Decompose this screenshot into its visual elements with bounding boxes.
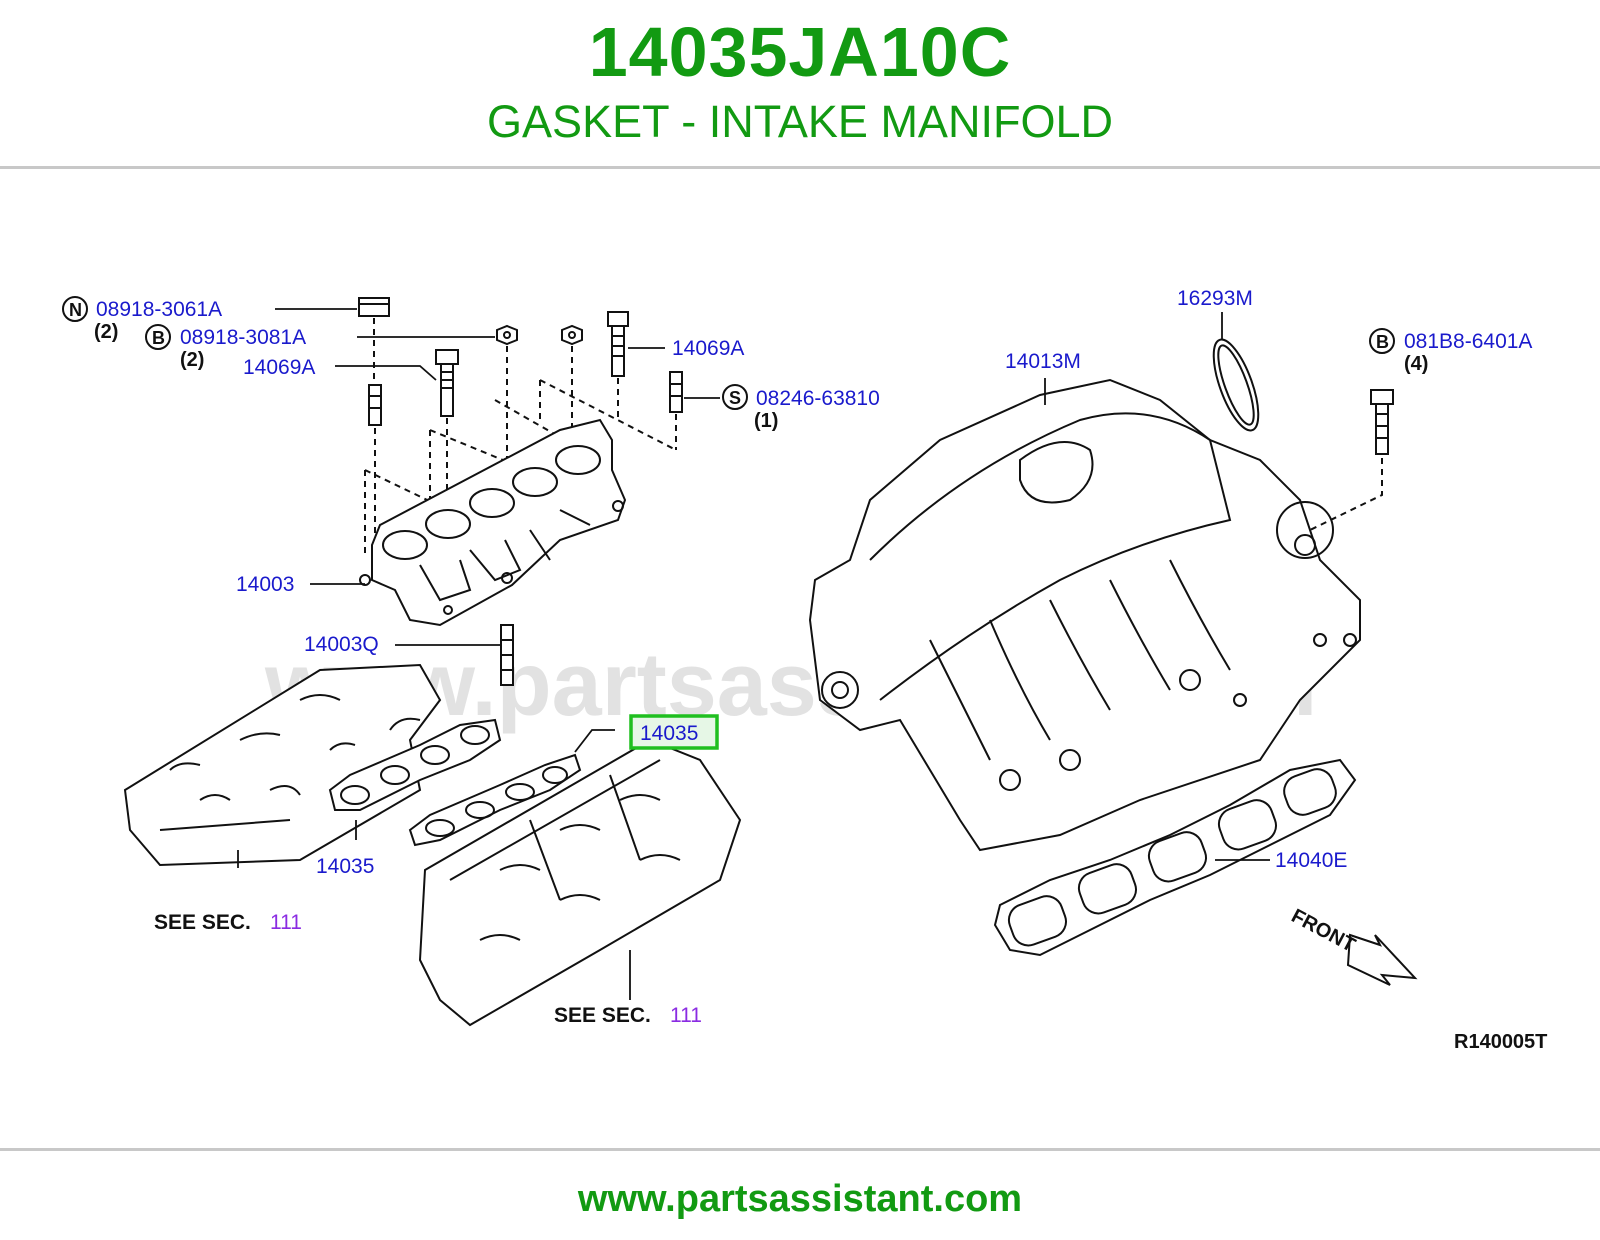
nut-b1-drawing	[496, 324, 518, 470]
stud-s-drawing	[669, 371, 683, 450]
badge-s-icon: S	[722, 384, 748, 410]
nut-b2-drawing	[561, 324, 583, 440]
callout-label-14013m[interactable]: 14013M	[1005, 350, 1081, 373]
svg-text:B: B	[152, 328, 165, 348]
callout-label-14003q[interactable]: 14003Q	[304, 633, 379, 656]
bolt-left-drawing	[435, 349, 459, 520]
front-label: FRONT	[1288, 905, 1359, 957]
callout-label-08918-3061a[interactable]: 08918-3061A	[96, 298, 222, 321]
callout-label-08918-3081a[interactable]: 08918-3081A	[180, 326, 306, 349]
cylinder-head-left-drawing	[123, 663, 442, 867]
see-section-left[interactable]: SEE SEC. 111	[154, 911, 302, 934]
part-number-title: 14035JA10C	[588, 13, 1012, 91]
callout-label-14003[interactable]: 14003	[236, 573, 294, 596]
header-divider	[0, 166, 1600, 169]
callout-qty-b2: (4)	[1404, 353, 1428, 375]
callout-label-081b8-6401a[interactable]: 081B8-6401A	[1404, 330, 1532, 353]
svg-text:111: 111	[270, 911, 302, 934]
footer-url-link[interactable]: www.partsassistant.com	[577, 1178, 1023, 1220]
cylinder-head-right-drawing	[418, 738, 742, 1027]
stud-left-drawing	[368, 384, 382, 555]
callout-label-14040e[interactable]: 14040E	[1275, 849, 1347, 872]
o-ring-drawing	[1212, 338, 1260, 432]
nut-n-drawing	[358, 297, 390, 385]
bolt-right-drawing	[607, 311, 629, 420]
svg-text:14035: 14035	[640, 722, 698, 745]
front-arrow-icon	[1346, 933, 1418, 986]
svg-text:B: B	[1376, 332, 1389, 352]
collector-gasket-drawing	[993, 758, 1357, 957]
see-section-right[interactable]: SEE SEC. 111	[554, 1004, 702, 1027]
callout-label-14069a-right[interactable]: 14069A	[672, 337, 744, 360]
badge-n-icon: N	[62, 296, 88, 322]
svg-text:N: N	[69, 300, 82, 320]
callout-label-16293m[interactable]: 16293M	[1177, 287, 1253, 310]
svg-text:SEE SEC.: SEE SEC.	[154, 911, 251, 934]
stud-14003q-drawing	[500, 624, 514, 686]
diagram-reference-code: R140005T	[1454, 1031, 1547, 1053]
callout-qty-n: (2)	[94, 321, 118, 343]
page-header: 14035JA10C GASKET - INTAKE MANIFOLD	[0, 0, 1600, 168]
svg-text:SEE SEC.: SEE SEC.	[554, 1004, 651, 1027]
callout-qty-b: (2)	[180, 349, 204, 371]
footer-divider	[0, 1148, 1600, 1151]
callout-qty-s: (1)	[754, 410, 778, 432]
manifold-gasket-left-drawing	[328, 718, 502, 811]
svg-text:S: S	[729, 388, 741, 408]
lower-manifold-drawing	[359, 418, 627, 627]
badge-b2-icon: B	[1369, 328, 1395, 354]
bolt-b-drawing	[1309, 389, 1394, 531]
callout-highlight-14035[interactable]: 14035	[629, 714, 719, 750]
manifold-gasket-right-drawing	[408, 753, 582, 847]
svg-text:111: 111	[670, 1004, 702, 1027]
upper-collector-drawing	[808, 378, 1361, 852]
callout-label-14035-left[interactable]: 14035	[316, 855, 374, 878]
part-name-subtitle: GASKET - INTAKE MANIFOLD	[487, 96, 1113, 147]
badge-b-icon: B	[145, 324, 171, 350]
callout-label-08246-63810[interactable]: 08246-63810	[756, 387, 880, 410]
callout-label-14069a-left[interactable]: 14069A	[243, 356, 315, 379]
